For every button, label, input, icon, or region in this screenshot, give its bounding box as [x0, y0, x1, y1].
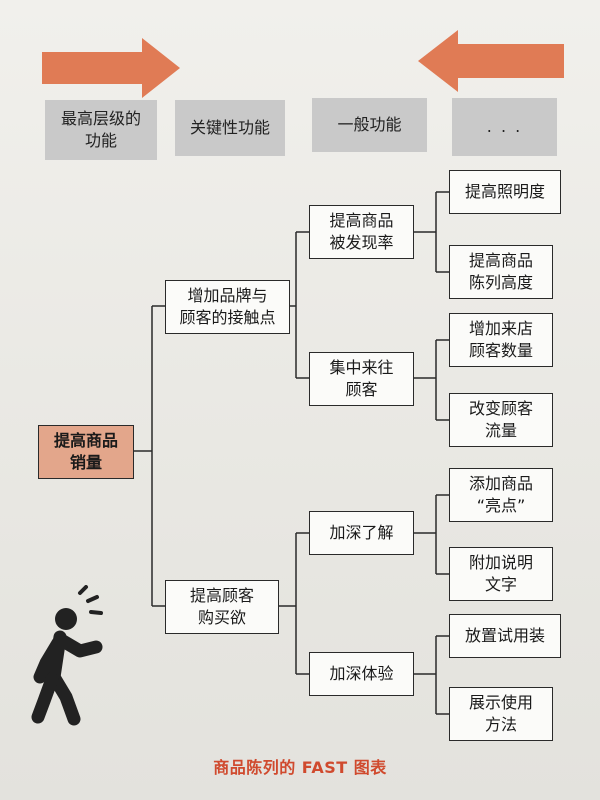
left-arrow-icon: [418, 30, 564, 92]
figure-caption: 商品陈列的 FAST 图表: [213, 758, 387, 777]
level-label-key: 关键性功能: [175, 100, 285, 156]
root-node: 提高商品 销量: [38, 425, 134, 479]
leaf-more-store-visitors: 增加来店 顾客数量: [449, 313, 553, 367]
level-label-general: 一般功能: [312, 98, 427, 152]
level-label-top: 最高层级的 功能: [45, 100, 157, 160]
leaf-add-highlights: 添加商品 “亮点”: [449, 468, 553, 522]
leaf-place-samples: 放置试用装: [449, 614, 561, 658]
node-increase-touchpoints: 增加品牌与 顾客的接触点: [165, 280, 290, 334]
leaf-improve-lighting: 提高照明度: [449, 170, 561, 214]
node-gather-passersby: 集中来往 顾客: [309, 352, 414, 406]
leaf-change-customer-flow: 改变顾客 流量: [449, 393, 553, 447]
node-deepen-understanding: 加深了解: [309, 511, 414, 555]
leaf-demo-usage: 展示使用 方法: [449, 687, 553, 741]
walking-person-icon: [31, 585, 103, 726]
leaf-add-description: 附加说明 文字: [449, 547, 553, 601]
node-deepen-experience: 加深体验: [309, 652, 414, 696]
node-discovery-rate: 提高商品 被发现率: [309, 205, 414, 259]
right-arrow-icon: [42, 38, 180, 98]
level-label-more: . . .: [452, 98, 557, 156]
node-raise-purchase-desire: 提高顾客 购买欲: [165, 580, 279, 634]
leaf-raise-display-height: 提高商品 陈列高度: [449, 245, 553, 299]
